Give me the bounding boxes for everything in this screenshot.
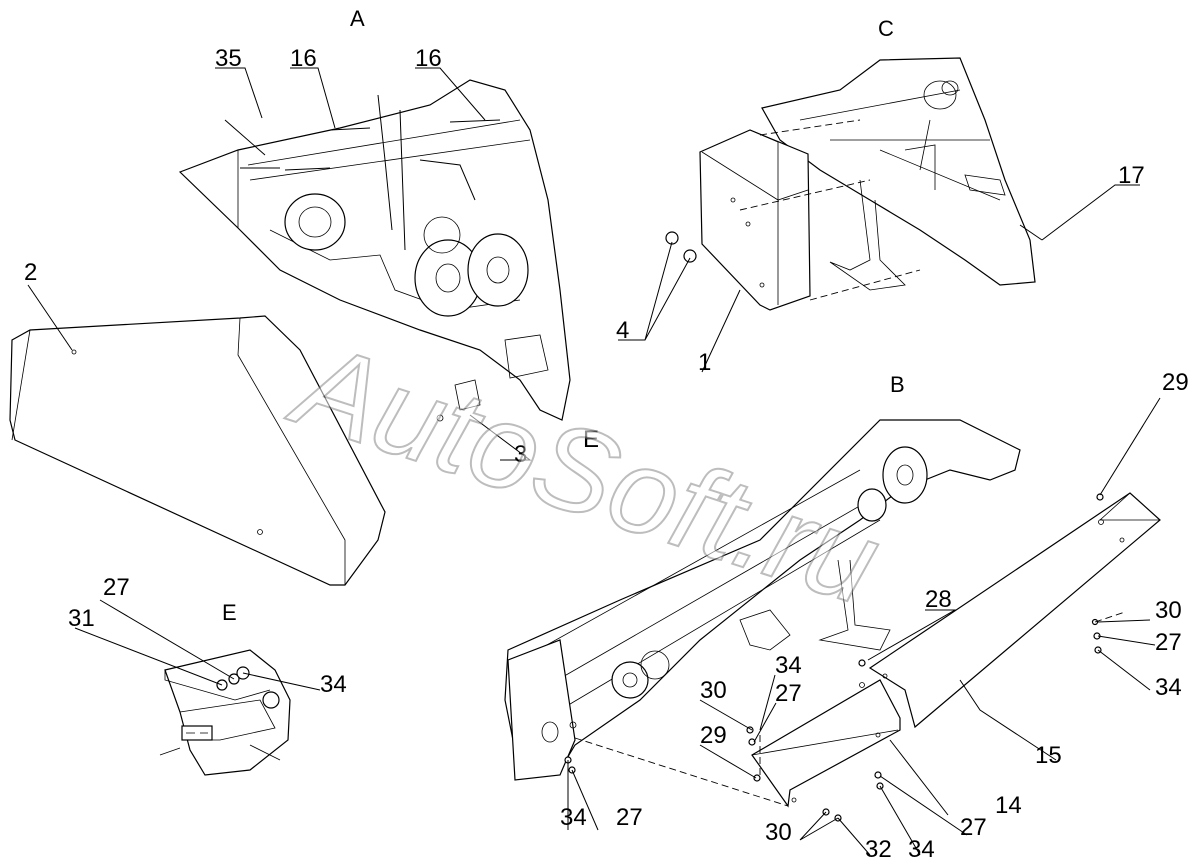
section-label-a: A — [350, 6, 365, 31]
callout-34-left: 34 — [560, 804, 587, 831]
callout-28: 28 — [925, 586, 952, 613]
callout-27-mid: 27 — [775, 680, 802, 707]
callout-27-low: 27 — [960, 814, 987, 841]
pulley-view-b — [882, 446, 928, 504]
callout-15: 15 — [1035, 742, 1062, 769]
section-label-e: E — [222, 600, 237, 625]
nut-part-4-b — [683, 249, 697, 263]
callout-17: 17 — [1118, 162, 1145, 189]
callout-14: 14 — [995, 792, 1022, 819]
section-label-b: B — [890, 372, 905, 397]
pulley-right — [467, 233, 529, 307]
callout-35: 35 — [215, 45, 242, 72]
callout-29-mid: 29 — [700, 722, 727, 749]
sprocket-view-b — [611, 661, 649, 699]
callout-34-mid: 34 — [775, 652, 802, 679]
guard-part-15 — [868, 492, 1161, 729]
plate-view-e — [181, 725, 213, 741]
callout-34-low: 34 — [908, 836, 935, 862]
watermark-logo: AutoSoft.ru — [276, 315, 894, 630]
section-label-c: C — [878, 16, 894, 41]
view-a-drive-assembly — [178, 79, 571, 422]
callout-3: 3 — [514, 441, 527, 468]
nut-part-4-a — [665, 231, 679, 245]
callout-34-right: 34 — [1155, 674, 1182, 701]
view-b-assembly — [504, 419, 1161, 822]
view-e-assembly — [159, 649, 291, 776]
callout-labels: 35 16 16 2 3 E 4 1 17 29 30 27 34 28 15 … — [24, 45, 1189, 862]
callout-30-right: 30 — [1155, 597, 1182, 624]
callout-16-left: 16 — [290, 45, 317, 72]
callout-34-e: 34 — [320, 671, 347, 698]
leader-lines — [27, 67, 1161, 856]
callout-2: 2 — [24, 259, 37, 286]
callout-e-hint: E — [583, 426, 599, 453]
callout-4: 4 — [616, 317, 629, 344]
pin-part-17 — [1019, 224, 1043, 241]
callout-32: 32 — [865, 836, 892, 862]
callout-1: 1 — [698, 349, 711, 376]
guard-part-2 — [9, 315, 386, 586]
callout-29-top: 29 — [1162, 369, 1189, 396]
pulley-left — [284, 193, 346, 251]
callout-30-low: 30 — [765, 819, 792, 846]
callout-31: 31 — [68, 605, 95, 632]
callout-27-right: 27 — [1155, 629, 1182, 656]
callout-27-e: 27 — [103, 574, 130, 601]
guard-part-1 — [699, 129, 811, 311]
callout-30-mid: 30 — [700, 677, 727, 704]
view-c-assembly — [665, 57, 1043, 311]
callout-27-left: 27 — [616, 804, 643, 831]
callout-16-right: 16 — [415, 45, 442, 72]
